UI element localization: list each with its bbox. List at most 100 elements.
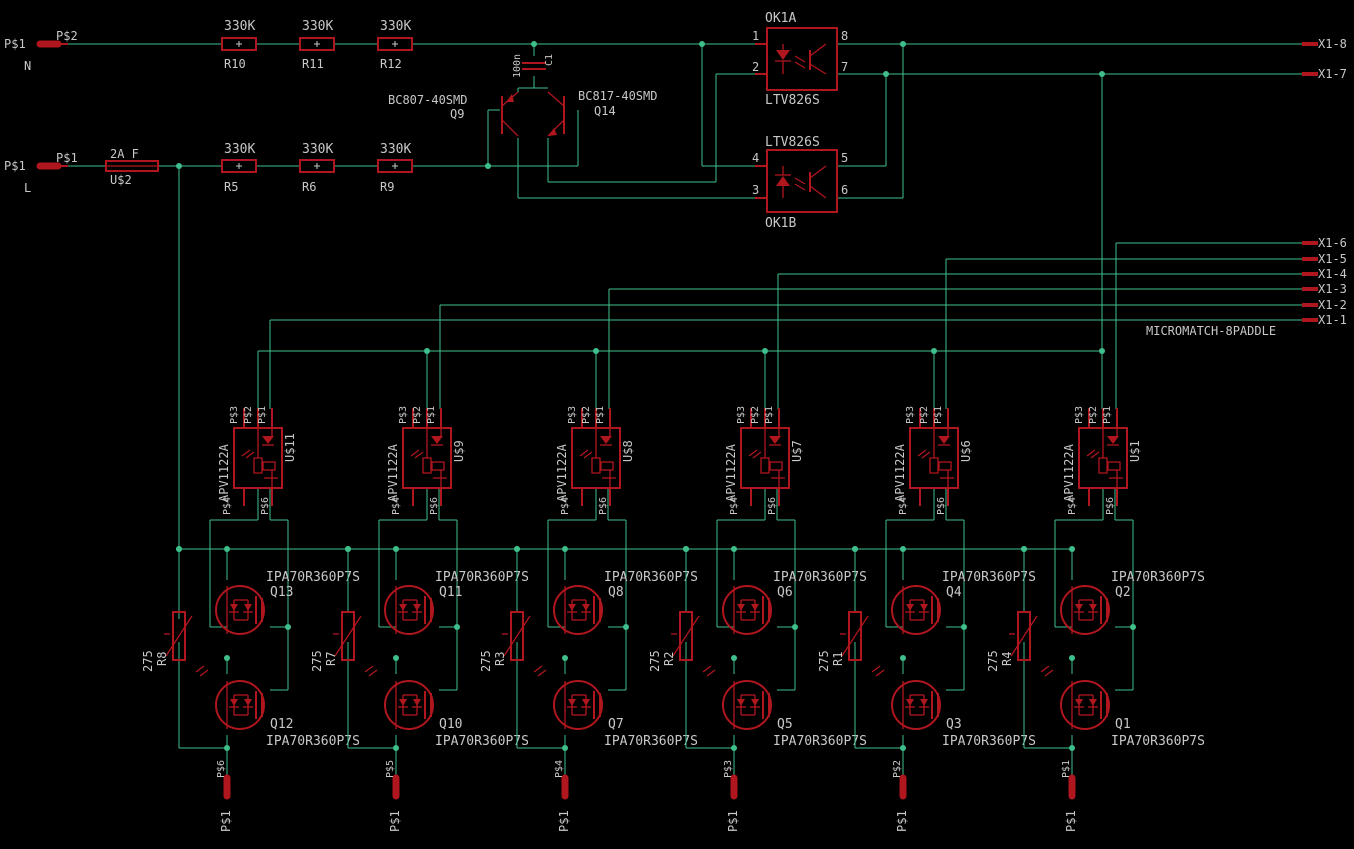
mosfet-top-value: IPA70R360P7S [604, 570, 698, 585]
transistor-q9[interactable]: BC807-40SMD Q9 [388, 88, 519, 137]
q14-value: BC817-40SMD [578, 89, 657, 103]
pad-p3[interactable]: P$3P$1 [723, 760, 740, 832]
optocoupler-ok1a[interactable]: 1 2 8 7 OK1A LTV826S [752, 11, 848, 108]
resistor-r10[interactable]: 330K R10 [221, 19, 257, 71]
pad-p2[interactable]: P$2P$1 [892, 760, 909, 832]
x1-pin-3[interactable]: X1-3 [1302, 282, 1347, 296]
resistor-r12[interactable]: 330K R12 [377, 19, 413, 71]
pad-l[interactable]: P$1 P$1 L [4, 151, 78, 195]
r6-value: 330K [302, 142, 333, 157]
resistor-r11[interactable]: 330K R11 [299, 19, 335, 71]
x1-pin-8[interactable]: X1-8 [1302, 37, 1347, 51]
pad-p1[interactable]: P$1P$1 [1061, 760, 1078, 832]
x1-7-label: X1-7 [1318, 67, 1347, 81]
relay-pin-p2: P$2 [919, 406, 930, 424]
fuse-u2[interactable]: 2A F U$2 [105, 147, 159, 187]
optocoupler-ok1b[interactable]: 4 3 5 6 LTV826S OK1B [752, 135, 848, 231]
pad-pin: P$2 [892, 760, 903, 778]
resistor-r5[interactable]: 330K R5 [221, 142, 257, 194]
pad-n[interactable]: P$1 P$2 N [4, 29, 78, 73]
resistor-value: 275 [141, 650, 155, 672]
mosfet-bottom-name: Q12 [270, 717, 293, 732]
ok1a-value: LTV826S [765, 93, 820, 108]
mosfet-top-value: IPA70R360P7S [1111, 570, 1205, 585]
mosfet-bottom-name: Q5 [777, 717, 793, 732]
x1-pin-1[interactable]: X1-1 [1302, 313, 1347, 327]
x1-pin-7[interactable]: X1-7 [1302, 67, 1347, 81]
relay-pin-p1: P$1 [1102, 406, 1113, 424]
mosfet-top-value: IPA70R360P7S [266, 570, 360, 585]
transistor-q14[interactable]: BC817-40SMD Q14 [547, 89, 657, 137]
ok1b-pin3: 3 [752, 183, 759, 197]
relay-pin-p2: P$2 [243, 406, 254, 424]
ok1b-pin6: 6 [841, 183, 848, 197]
resistor-name: R4 [1000, 652, 1014, 666]
led-icon [364, 665, 378, 677]
x1-pin-4[interactable]: X1-4 [1302, 267, 1347, 281]
connector-x1[interactable]: X1-8 X1-7 X1-6 X1-5 X1-4 X1-3 X1-2 X1-1 … [1146, 37, 1347, 338]
r10-value: 330K [224, 19, 255, 34]
connector-value: MICROMATCH-8PADDLE [1146, 324, 1276, 338]
resistor-value: 275 [648, 650, 662, 672]
mosfet-bottom-name: Q1 [1115, 717, 1131, 732]
x1-pin-5[interactable]: X1-5 [1302, 252, 1347, 266]
x1-6-label: X1-6 [1318, 236, 1347, 250]
resistor-value: 275 [986, 650, 1000, 672]
led-icon [871, 665, 885, 677]
pad-p5[interactable]: P$5P$1 [385, 760, 402, 832]
relay-value: APV1122A [1062, 443, 1076, 502]
x1-pin-2[interactable]: X1-2 [1302, 298, 1347, 312]
pad-p6[interactable]: P$6P$1 [216, 760, 233, 832]
ok1a-pin8: 8 [841, 29, 848, 43]
x1-1-label: X1-1 [1318, 313, 1347, 327]
x1-pin-6[interactable]: X1-6 [1302, 236, 1347, 250]
r9-value: 330K [380, 142, 411, 157]
x1-5-label: X1-5 [1318, 252, 1347, 266]
ok1b-pin4: 4 [752, 151, 759, 165]
resistors-l: 330K R5 330K R6 330K R9 [221, 142, 413, 194]
pad-l-label: L [24, 181, 31, 195]
resistor-r6[interactable]: 330K R6 [299, 142, 335, 194]
relay-pin-p1: P$1 [426, 406, 437, 424]
relay-pin-p4: P$4 [729, 497, 740, 515]
resistor-value: 275 [310, 650, 324, 672]
mosfet-bottom-name: Q7 [608, 717, 624, 732]
x1-3-label: X1-3 [1318, 282, 1347, 296]
relay-pin-p1: P$1 [595, 406, 606, 424]
resistor-r9[interactable]: 330K R9 [377, 142, 413, 194]
led-icon [702, 665, 716, 677]
relay-pin-p6: P$6 [260, 497, 271, 515]
capacitor-c1[interactable]: 100n C1 [512, 54, 555, 78]
relay-pin-p2: P$2 [750, 406, 761, 424]
pad-p4[interactable]: P$4P$1 [554, 760, 571, 832]
q14-name: Q14 [594, 104, 616, 118]
c1-name: C1 [544, 54, 555, 66]
